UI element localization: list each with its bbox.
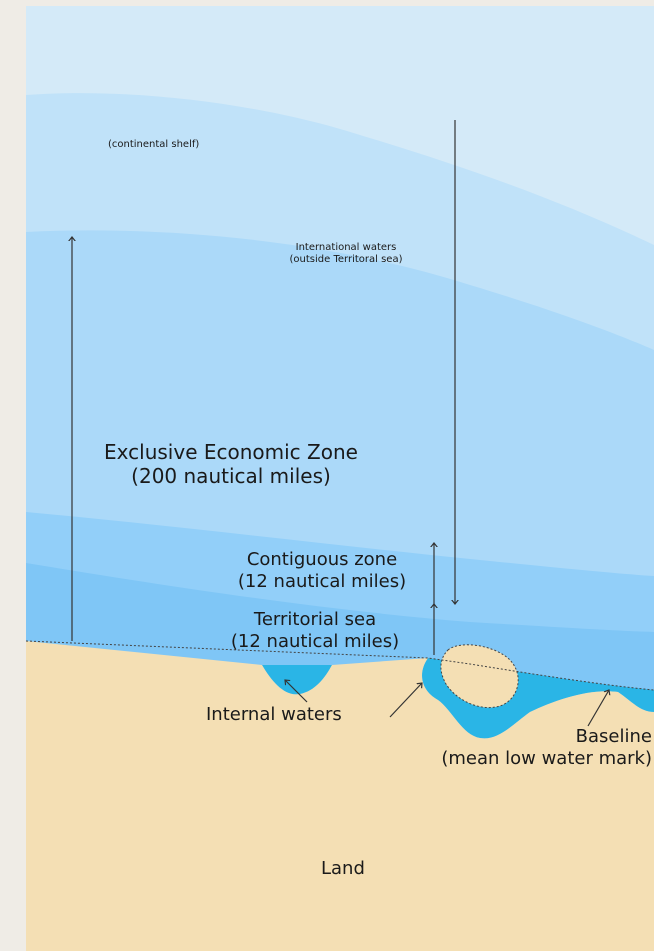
baseline-pointer: [587, 690, 609, 727]
land-mass: [26, 641, 654, 951]
internal-waters-label: Internal waters: [206, 704, 342, 725]
internal-waters-pointer-left: [285, 680, 308, 703]
internal-waters-pointer-right: [389, 683, 422, 718]
baseline-line: [25, 640, 654, 691]
international-waters-label: International waters (outside Territoral…: [289, 242, 403, 265]
island: [440, 644, 519, 708]
land-label: Land: [321, 858, 365, 879]
contiguous-zone-label: Contiguous zone (12 nautical miles): [237, 549, 407, 592]
territorial-sea-label: Territorial sea (12 nautical miles): [230, 609, 400, 652]
internal-waters-bay-left: [262, 665, 332, 695]
eez-label: Exclusive Economic Zone (200 nautical mi…: [104, 440, 358, 488]
island-outline: [440, 644, 519, 708]
baseline-label: Baseline (mean low water mark): [441, 726, 652, 769]
continental-shelf-label: (continental shelf): [108, 139, 200, 150]
